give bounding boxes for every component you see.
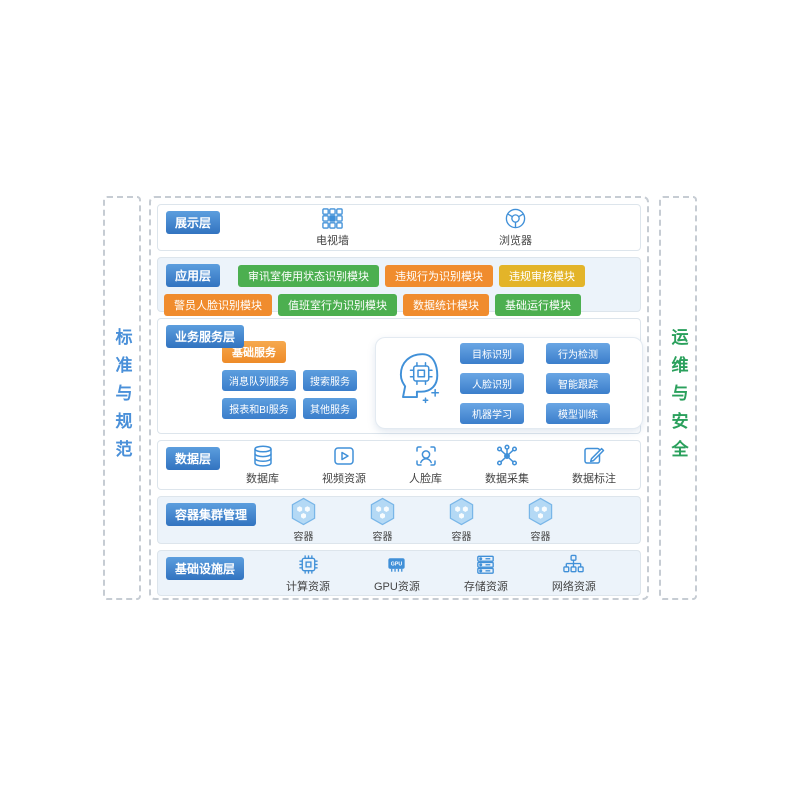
service-search: 搜索服务 [303, 370, 357, 391]
ai-smart-tracking: 智能跟踪 [546, 372, 610, 394]
module-data-statistics: 数据统计模块 [403, 294, 489, 316]
application-layer-label: 应用层 [166, 264, 221, 287]
browser-item: 浏览器 [499, 207, 532, 248]
container-cluster-layer-label: 容器集群管理 [166, 503, 257, 526]
video-resource-item: 视频资源 [322, 444, 366, 486]
container-hexagon-icon [527, 497, 554, 526]
face-library-icon [414, 444, 438, 468]
container-hexagon-icon [448, 497, 475, 526]
storage-icon [474, 553, 497, 576]
face-library-label: 人脸库 [409, 473, 442, 485]
browser-label: 浏览器 [499, 235, 532, 247]
ai-model-training: 模型训练 [546, 402, 610, 424]
data-layer: 数据层 数据库 [157, 440, 641, 490]
presentation-layer: 展示层 [157, 204, 641, 251]
module-duty-room-behavior: 值班室行为识别模块 [278, 294, 397, 316]
svg-text:GPU: GPU [391, 561, 403, 567]
container-label: 容器 [293, 532, 314, 543]
data-layer-label: 数据层 [166, 447, 221, 470]
pillar-standards-label: 标准与规范 [112, 328, 132, 468]
module-interrogation-room-status: 审讯室使用状态识别模块 [238, 265, 379, 287]
compute-resource-label: 计算资源 [286, 580, 330, 593]
service-other: 其他服务 [303, 398, 357, 419]
application-layer: 应用层 审讯室使用状态识别模块 违规行为识别模块 违规审核模块 警员人脸识别模块… [157, 257, 641, 316]
main-frame: 展示层 [149, 196, 649, 600]
container-item: 容器 [527, 497, 554, 543]
network-resource-label: 网络资源 [551, 580, 596, 593]
pillar-standards: 标准与规范 [103, 196, 141, 600]
tv-wall-label: 电视墙 [316, 235, 349, 247]
compute-resource-item: 计算资源 [286, 553, 330, 594]
gpu-resource-label: GPU资源 [374, 580, 420, 593]
module-basic-operation: 基础运行模块 [495, 294, 581, 316]
network-icon [562, 553, 585, 576]
cpu-icon [297, 553, 320, 576]
data-annotate-item: 数据标注 [572, 444, 616, 486]
ai-behavior-detection: 行为检测 [546, 342, 610, 364]
container-label: 容器 [372, 532, 393, 543]
basic-services-group: 基础服务 消息队列服务 搜索服务 报表和BI服务 其他服务 [222, 341, 357, 419]
face-library-item: 人脸库 [409, 444, 442, 486]
module-violation-behavior: 违规行为识别模块 [385, 265, 493, 287]
video-resource-icon [332, 444, 356, 468]
module-violation-audit: 违规审核模块 [499, 265, 585, 287]
data-collect-item: 数据采集 [485, 444, 529, 486]
service-report-bi: 报表和BI服务 [222, 398, 296, 419]
service-message-queue: 消息队列服务 [222, 370, 296, 391]
infrastructure-layer-label: 基础设施层 [166, 557, 245, 580]
pillar-operations-security: 运维与安全 [659, 196, 697, 600]
ai-target-recognition: 目标识别 [460, 342, 524, 364]
basic-services-label: 基础服务 [222, 341, 286, 363]
business-service-layer-label: 业务服务层 [166, 325, 245, 348]
ai-capability-panel: 目标识别 行为检测 人脸识别 智能跟踪 机器学习 模型训练 [375, 337, 643, 429]
database-label: 数据库 [246, 473, 279, 485]
business-service-layer: 业务服务层 基础服务 消息队列服务 搜索服务 报表和BI服务 其他服务 [157, 318, 643, 434]
container-item: 容器 [448, 497, 475, 543]
storage-resource-label: 存储资源 [463, 580, 508, 593]
tv-wall-item: 电视墙 [316, 207, 349, 248]
data-annotate-icon [582, 444, 606, 468]
infrastructure-layer: 基础设施层 [157, 550, 641, 596]
container-label: 容器 [530, 532, 551, 543]
ai-head-chip-icon [392, 351, 444, 416]
container-hexagon-icon [290, 497, 317, 526]
database-item: 数据库 [246, 444, 279, 486]
browser-icon [504, 207, 527, 230]
container-item: 容器 [369, 497, 396, 543]
data-collect-icon [495, 444, 519, 468]
pillar-operations-security-label: 运维与安全 [668, 328, 688, 468]
tv-wall-icon [321, 207, 344, 230]
gpu-resource-item: GPU GPU资源 [374, 553, 420, 594]
video-resource-label: 视频资源 [322, 473, 366, 485]
container-item: 容器 [290, 497, 317, 543]
presentation-layer-label: 展示层 [166, 211, 221, 234]
gpu-icon: GPU [385, 553, 408, 576]
data-annotate-label: 数据标注 [572, 473, 616, 485]
container-hexagon-icon [369, 497, 396, 526]
ai-machine-learning: 机器学习 [460, 402, 524, 424]
network-resource-item: 网络资源 [552, 553, 596, 594]
container-cluster-layer: 容器集群管理 容器 [157, 496, 641, 544]
storage-resource-item: 存储资源 [464, 553, 508, 594]
module-officer-face-recognition: 警员人脸识别模块 [164, 294, 272, 316]
database-icon [251, 444, 275, 468]
data-collect-label: 数据采集 [485, 473, 529, 485]
ai-face-recognition: 人脸识别 [460, 372, 524, 394]
container-label: 容器 [451, 532, 472, 543]
